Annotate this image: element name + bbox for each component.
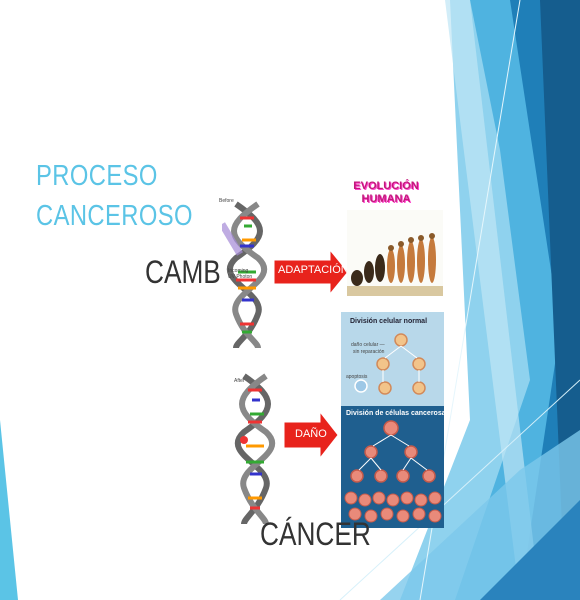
damage-note-line-1: daño celular — xyxy=(351,342,385,348)
adaptation-label: ADAPTACIÓN xyxy=(278,264,349,276)
incoming-line-1: Incoming xyxy=(228,268,249,274)
damage-arrow xyxy=(283,410,339,460)
normal-division-title: División celular normal xyxy=(350,318,428,325)
incoming-line-2: UV Photon xyxy=(228,274,253,280)
dna-after-label: After xyxy=(234,378,245,384)
damage-label: DAÑO xyxy=(295,428,327,440)
dna-before-illustration xyxy=(222,196,272,348)
dna-after-illustration xyxy=(230,368,282,524)
cancer-division-title: División de células cancerosas xyxy=(346,410,450,417)
title-line-1: PROCESO xyxy=(36,160,158,192)
evolution-title-line-1: EVOLUCIÓN xyxy=(353,180,419,192)
evolution-title-line-2: HUMANA xyxy=(361,193,411,205)
dna-before-label: Before xyxy=(219,198,234,204)
title-line-2: CANCEROSO xyxy=(36,200,193,232)
apoptosis-label: apoptosis xyxy=(346,374,368,380)
damage-note-line-2: sin reparación xyxy=(353,349,385,355)
cell-division-panel xyxy=(341,312,444,528)
evolution-illustration xyxy=(347,210,443,296)
cancer-label: CÁNCER xyxy=(260,516,371,552)
adaptation-arrow xyxy=(273,248,349,296)
